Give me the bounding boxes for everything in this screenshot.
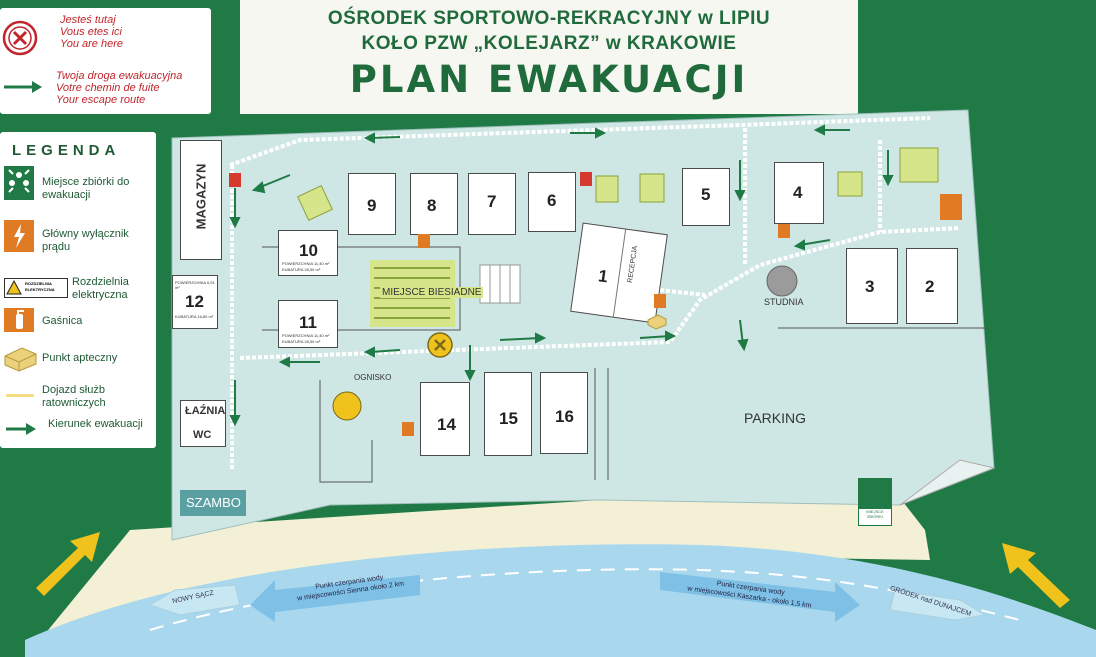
parking-label: PARKING — [744, 410, 806, 426]
cabin-7-number: 7 — [487, 192, 497, 211]
legend-label-assembly: Miejsce zbiórki do ewakuacji — [42, 176, 130, 201]
cabin-3: 3 — [846, 248, 898, 324]
evacuation-arrow-icon — [6, 423, 36, 435]
cabin-12-area: POWIERZCHNIA 6,51 m² — [175, 280, 215, 290]
ognisko-label: OGNISKO — [354, 373, 392, 382]
cabin-9: 9 — [348, 173, 396, 235]
page-title: PLAN EWAKUACJI — [349, 58, 749, 101]
wc-label: WC — [193, 429, 212, 441]
cabin-16-number: 16 — [555, 407, 574, 426]
escape-route-fr: Votre chemin de fuite — [56, 82, 160, 94]
cabin-14: 14 — [420, 382, 470, 456]
cabin-15-number: 15 — [499, 409, 518, 428]
cabin-4-number: 4 — [793, 183, 803, 202]
lazna-label: ŁAŹNIA — [185, 405, 226, 417]
cabin-6-number: 6 — [547, 191, 557, 210]
building-magazyn: MAGAZYN — [180, 140, 222, 260]
building-1-number: 1 — [597, 266, 610, 287]
cabin-14-number: 14 — [437, 415, 456, 434]
cabin-6: 6 — [528, 172, 576, 232]
you-are-here-en: You are here — [60, 38, 123, 50]
cabin-12: 12 POWIERZCHNIA 6,51 m² KUBATURA 16,80 m… — [172, 275, 218, 329]
extinguisher-marker-icon — [778, 224, 790, 238]
you-are-here-panel: Jesteś tutaj Vous etes ici You are here … — [0, 8, 211, 114]
distribution-board-marker-icon — [580, 172, 592, 186]
extinguisher-icon — [4, 308, 34, 332]
cabin-10-area: POWIERZCHNIA 11,40 m² — [282, 261, 330, 266]
first-aid-icon — [4, 347, 37, 372]
cabin-11-area: POWIERZCHNIA 11,40 m² — [282, 333, 330, 338]
cabin-8-number: 8 — [427, 196, 437, 215]
cabin-5: 5 — [682, 168, 730, 226]
building-1-reception: 1 RECEPCJA — [570, 222, 668, 324]
extinguisher-marker-icon — [402, 422, 414, 436]
escape-route-arrow-icon — [4, 81, 42, 93]
cabin-11: 11 POWIERZCHNIA 11,40 m² KUBATURA 28,50 … — [278, 300, 338, 348]
magazyn-label: MAGAZYN — [193, 163, 209, 230]
escape-route-en: Your escape route — [56, 94, 146, 106]
cabin-2-number: 2 — [925, 277, 935, 296]
legend-label-power: Główny wyłącznik prądu — [42, 228, 129, 253]
distribution-board-icon: ROZDZIELNIA ELEKTRYCZNA — [4, 278, 68, 298]
building-lazna-wc: ŁAŹNIA WC — [180, 400, 226, 447]
assembly-point-marker-label: MIEJSCE ZBIÓRKI — [866, 509, 884, 519]
first-aid-marker-icon — [647, 314, 667, 330]
extinguisher-marker-icon — [418, 234, 430, 248]
studnia-label: STUDNIA — [764, 297, 804, 307]
cabin-11-volume: KUBATURA 28,50 m³ — [282, 339, 321, 344]
you-are-here-marker-icon — [427, 332, 453, 358]
cabin-8: 8 — [410, 173, 458, 235]
legend-label-extinguisher: Gaśnica — [42, 315, 83, 327]
escape-route-pl: Twoja droga ewakuacyjna — [56, 70, 183, 82]
recepcja-label: RECEPCJA — [626, 245, 640, 284]
cabin-16: 16 — [540, 372, 588, 454]
legend-label-evacuation: Kierunek ewakuacji — [48, 418, 143, 430]
cabin-15: 15 — [484, 372, 532, 456]
szambo-area: SZAMBO — [180, 490, 246, 516]
cabin-2: 2 — [906, 248, 958, 324]
power-switch-marker-icon — [940, 194, 962, 220]
title-panel: OŚRODEK SPORTOWO-REKRACYJNY w LIPIU KOŁO… — [240, 0, 858, 114]
distribution-board-label: ROZDZIELNIA ELEKTRYCZNA — [25, 281, 55, 292]
assembly-point-marker-icon: MIEJSCE ZBIÓRKI — [858, 478, 892, 526]
assembly-point-icon — [4, 166, 34, 200]
title-line-2: KOŁO PZW „KOLEJARZ” w KRAKOWIE — [361, 33, 737, 54]
legend-label-first-aid: Punkt apteczny — [42, 352, 118, 364]
cabin-10: 10 POWIERZCHNIA 11,40 m² KUBATURA 28,50 … — [278, 230, 338, 276]
cabin-10-number: 10 — [299, 241, 318, 260]
emergency-access-icon — [6, 394, 34, 397]
cabin-9-number: 9 — [367, 196, 377, 215]
legend-title: LEGENDA — [12, 142, 121, 159]
szambo-label: SZAMBO — [186, 495, 241, 510]
cabin-4: 4 — [774, 162, 824, 224]
you-are-here-pl: Jesteś tutaj — [60, 14, 116, 26]
cabin-7: 7 — [468, 173, 516, 235]
you-are-here-icon — [2, 20, 38, 56]
legend-label-emergency: Dojazd służb ratowniczych — [42, 384, 106, 409]
cabin-10-volume: KUBATURA 28,50 m³ — [282, 267, 321, 272]
biesiadne-label: MIEJSCE BIESIADNE — [380, 287, 484, 298]
cabin-12-volume: KUBATURA 16,80 m³ — [175, 314, 214, 319]
power-switch-icon — [4, 220, 34, 252]
you-are-here-fr: Vous etes ici — [60, 26, 122, 38]
distribution-board-marker-icon — [229, 173, 241, 187]
cabin-3-number: 3 — [865, 277, 875, 296]
cabin-11-number: 11 — [299, 313, 317, 332]
cabin-12-number: 12 — [185, 292, 204, 311]
legend-panel: LEGENDA Miejsce zbiórki do ewakuacji Głó… — [0, 132, 156, 448]
extinguisher-marker-icon — [654, 294, 666, 308]
cabin-5-number: 5 — [701, 185, 711, 204]
legend-label-board: Rozdzielnia elektryczna — [72, 276, 129, 301]
title-line-1: OŚRODEK SPORTOWO-REKRACYJNY w LIPIU — [327, 8, 771, 29]
